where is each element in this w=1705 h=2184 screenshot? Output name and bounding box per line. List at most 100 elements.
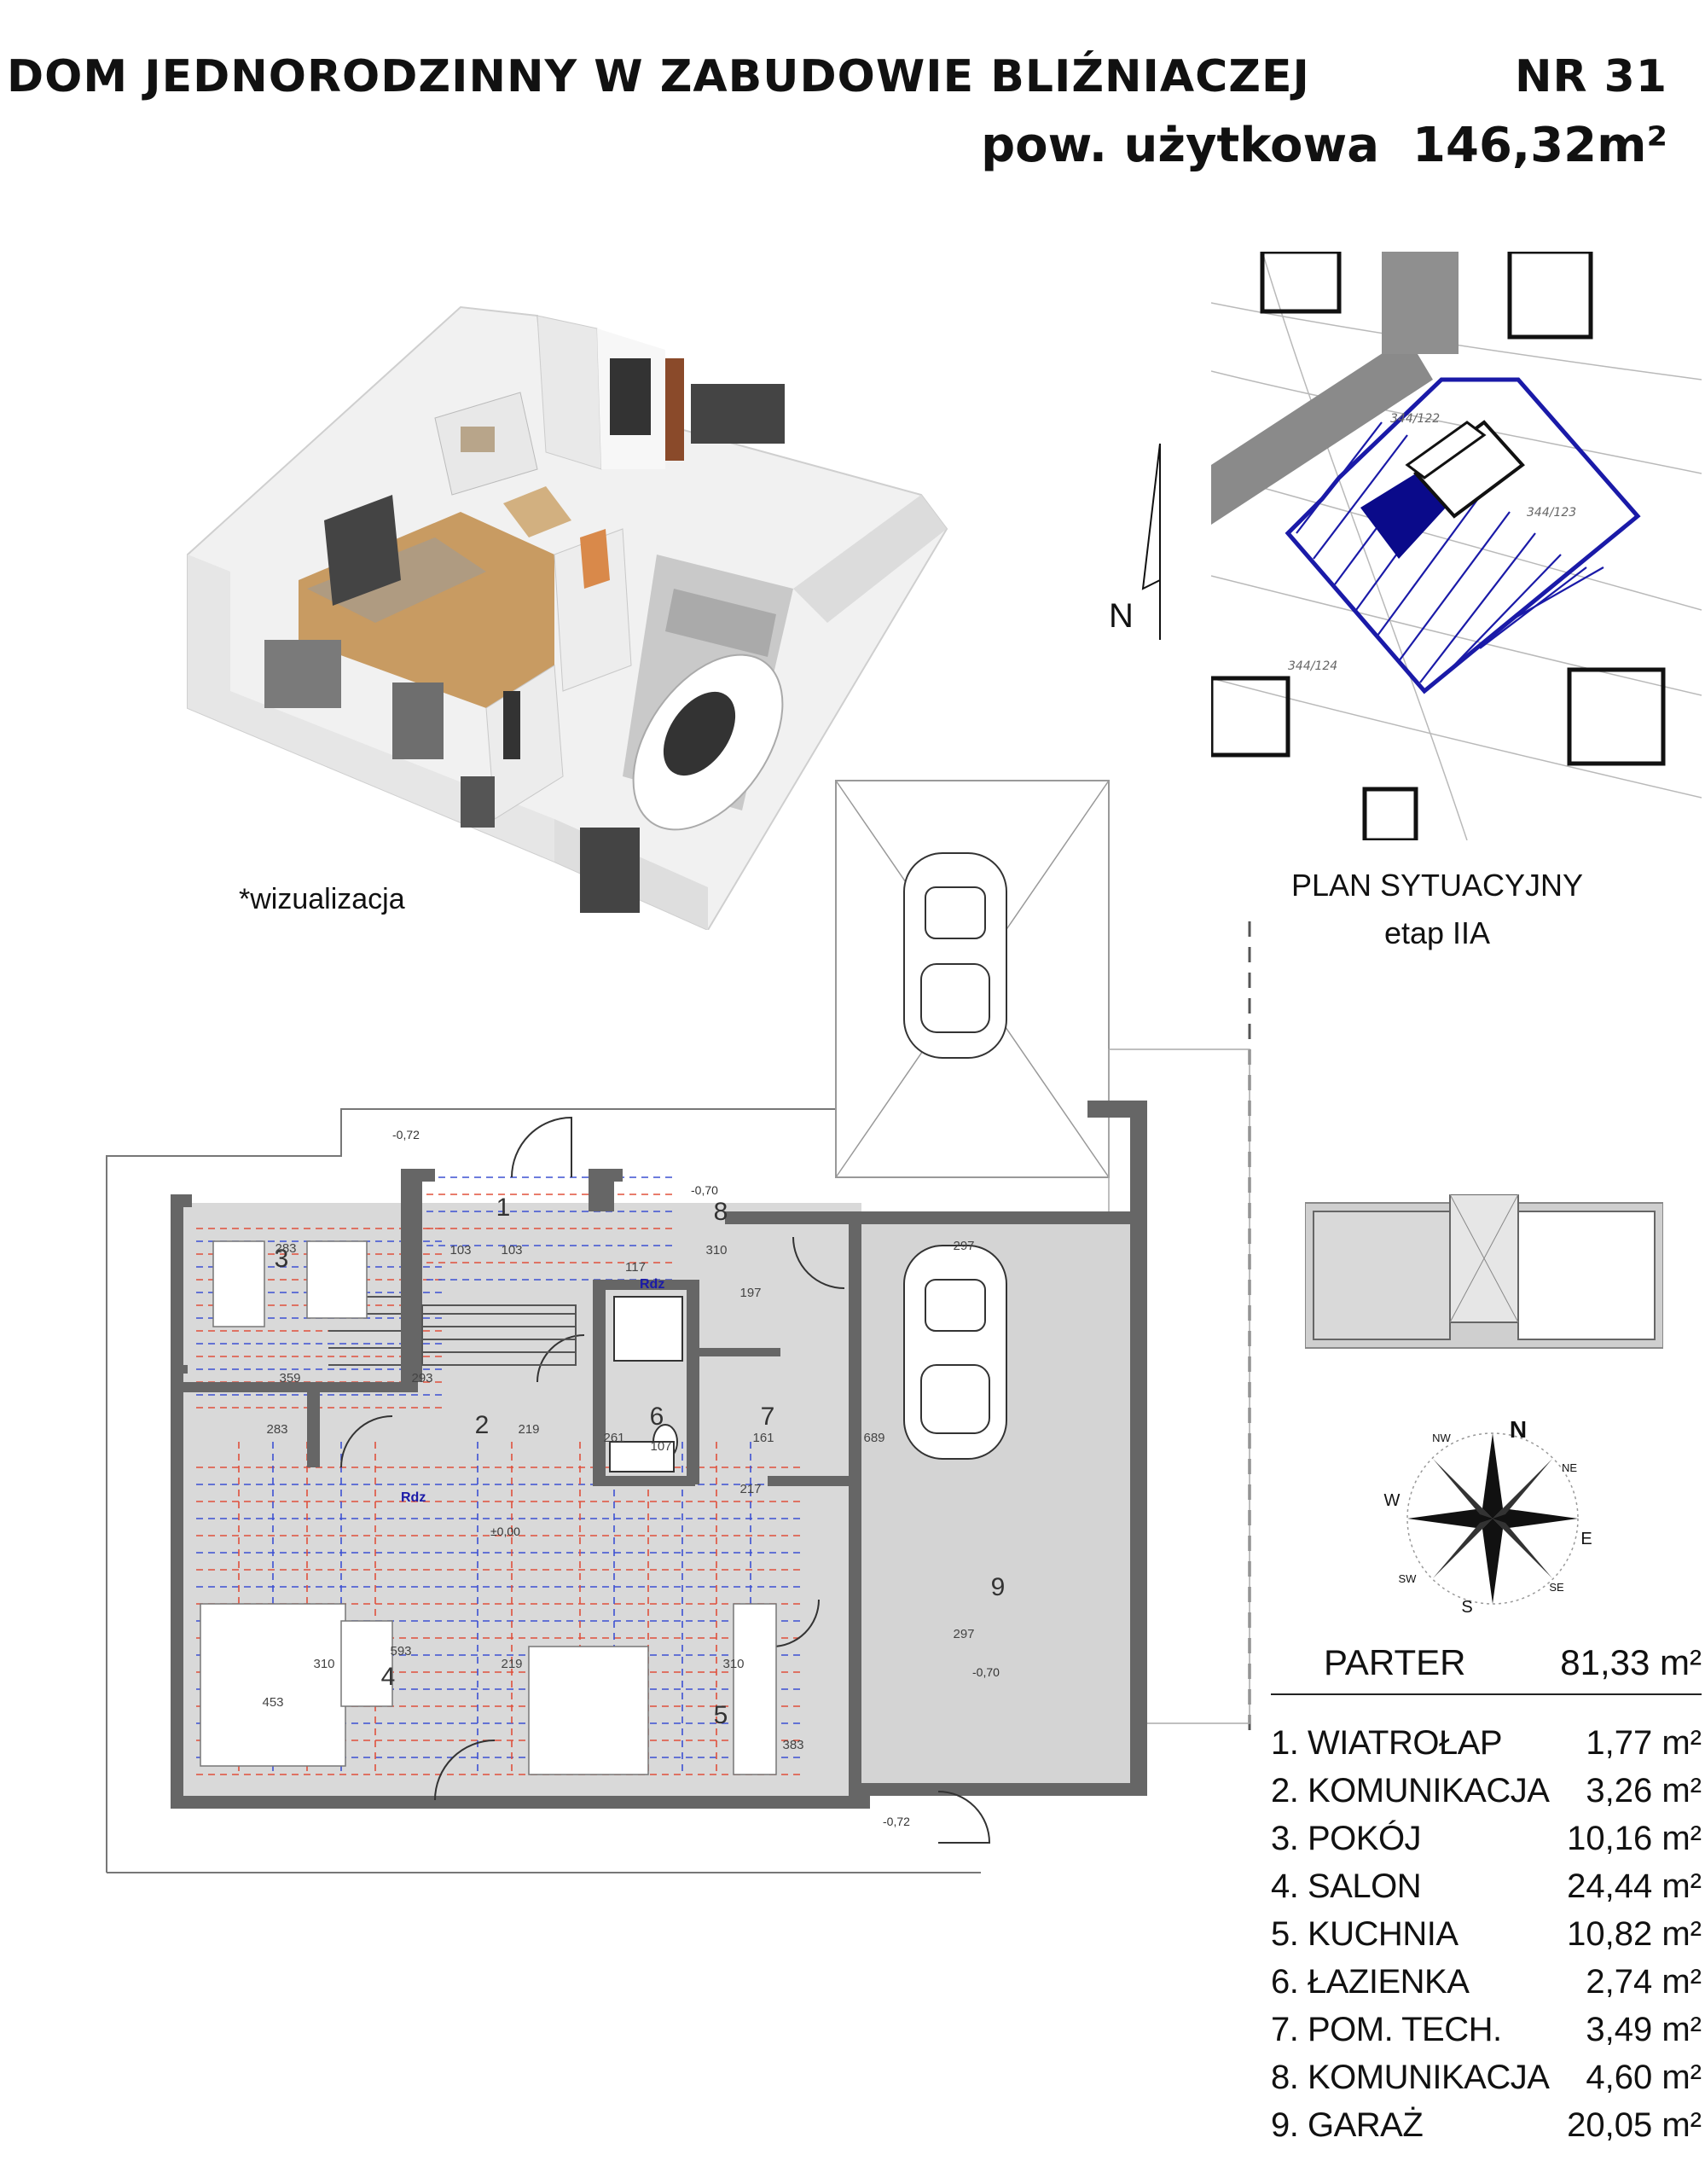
room-number-4: 4 (381, 1663, 396, 1691)
room-number-7: 7 (761, 1403, 775, 1431)
site-plan: 344/122 344/123 344/124 (1209, 249, 1702, 843)
parcel-label-3: 344/124 (1288, 659, 1337, 673)
room-label: 7. POM. TECH. (1271, 2011, 1502, 2048)
page-title: DOM JEDNORODZINNY W ZABUDOWIE BLIŹNIACZE… (7, 51, 1310, 102)
north-label: N (1109, 597, 1134, 635)
dimension-label: 261 (603, 1431, 624, 1445)
dimension-label: 297 (953, 1627, 974, 1641)
floor-total-row: PARTER 81,33 m² (1271, 1642, 1702, 1695)
site-plan-map: 344/122 344/123 344/124 (1209, 249, 1702, 843)
room-label: 1. WIATROŁAP (1271, 1724, 1503, 1762)
usable-area-value: 146,32m² (1412, 118, 1667, 173)
room-label: 5. KUCHNIA (1271, 1915, 1459, 1953)
compass-label-sw: SW (1399, 1572, 1418, 1585)
room-label: 9. GARAŻ (1271, 2106, 1424, 2144)
dimension-label: 283 (275, 1241, 296, 1256)
dimension-label: 297 (953, 1239, 974, 1253)
dimension-label: 593 (390, 1644, 411, 1658)
room-label: 3. POKÓJ (1271, 1820, 1422, 1857)
room-label: 4. SALON (1271, 1867, 1422, 1905)
floor-plan: 1 2 3 4 5 6 7 8 9 -0,72 ±0,00 -0,70 -0,7… (85, 768, 1365, 1962)
room-area: 24,44 m² (1567, 1867, 1702, 1905)
room-area: 3,26 m² (1586, 1772, 1702, 1809)
dimension-label: 383 (782, 1738, 803, 1752)
dimension-label: 197 (739, 1286, 761, 1300)
dimension-label: 359 (279, 1371, 300, 1385)
room-area: 10,16 m² (1567, 1820, 1702, 1857)
compass-label-e: E (1580, 1530, 1592, 1548)
room-row: 3. POKÓJ 10,16 m² (1271, 1815, 1702, 1862)
dimension-label: 103 (449, 1243, 471, 1258)
visualization-caption: *wizualizacja (239, 883, 405, 915)
room-area: 1,77 m² (1586, 1724, 1702, 1762)
room-number-1: 1 (496, 1194, 511, 1222)
dimension-label: 310 (722, 1657, 744, 1671)
floor-total: 81,33 m² (1560, 1642, 1702, 1682)
compass-rose-icon: N NE E SE S SW W NW (1384, 1416, 1592, 1617)
parcel-label-1: 344/122 (1390, 412, 1440, 426)
room-area: 2,74 m² (1586, 1963, 1702, 2001)
compass-label-s: S (1461, 1598, 1472, 1617)
room-area-table: PARTER 81,33 m² 1. WIATROŁAP 1,77 m² 2. K… (1271, 1642, 1702, 2149)
floor-plan-drawing: 1 2 3 4 5 6 7 8 9 -0,72 ±0,00 -0,70 -0,7… (106, 780, 1251, 1873)
dimension-label: 107 (650, 1439, 671, 1454)
visualization-3d (179, 299, 964, 932)
room-row: 6. ŁAZIENKA 2,74 m² (1271, 1958, 1702, 2006)
compass-label-nw: NW (1432, 1432, 1451, 1444)
room-row: 2. KOMUNIKACJA 3,26 m² (1271, 1767, 1702, 1815)
room-number-8: 8 (714, 1198, 728, 1226)
dimension-label: 453 (262, 1695, 283, 1710)
compass-label-w: W (1384, 1491, 1401, 1510)
room-row: 4. SALON 24,44 m² (1271, 1862, 1702, 1910)
dimension-label: 310 (705, 1243, 727, 1258)
usable-area: pow. użytkowa 146,32m² (981, 118, 1667, 173)
room-row: 1. WIATROŁAP 1,77 m² (1271, 1719, 1702, 1767)
dimension-label: 103 (501, 1243, 522, 1258)
level-marker: -0,70 (691, 1183, 718, 1197)
room-number-5: 5 (714, 1701, 728, 1729)
rdz-tag: Rdz (401, 1490, 426, 1505)
north-arrow-icon (1141, 443, 1161, 640)
dimension-label: 283 (266, 1422, 287, 1437)
room-row: 8. KOMUNIKACJA 4,60 m² (1271, 2053, 1702, 2101)
block-plan-image (1304, 1194, 1664, 1349)
compass-label-n: N (1510, 1416, 1527, 1443)
compass-label-ne: NE (1562, 1461, 1577, 1474)
room-area: 20,05 m² (1567, 2106, 1702, 2144)
house-number: NR 31 (1514, 51, 1667, 102)
compass-rose: N NE E SE S SW W NW (1373, 1408, 1612, 1629)
room-number-2: 2 (475, 1411, 490, 1439)
dimension-label: 219 (518, 1422, 539, 1437)
room-row: 9. GARAŻ 20,05 m² (1271, 2101, 1702, 2149)
room-area: 4,60 m² (1586, 2059, 1702, 2096)
level-marker: -0,70 (972, 1665, 1000, 1679)
dimension-label: 161 (752, 1431, 774, 1445)
site-plan-caption: PLAN SYTUACYJNY etap IIA (1284, 862, 1591, 957)
parcel-label-2: 344/123 (1527, 506, 1576, 520)
room-number-9: 9 (991, 1573, 1006, 1601)
site-plan-stage: etap IIA (1383, 915, 1491, 950)
dimension-label: 689 (863, 1431, 884, 1445)
visualization-image (187, 305, 948, 932)
level-marker: -0,72 (392, 1128, 420, 1141)
usable-area-label: pow. użytkowa (981, 118, 1380, 173)
block-plan-thumbnail (1304, 1194, 1664, 1356)
level-marker: ±0,00 (490, 1525, 520, 1538)
room-row: 7. POM. TECH. 3,49 m² (1271, 2006, 1702, 2053)
room-label: 6. ŁAZIENKA (1271, 1963, 1470, 2001)
dimension-label: 219 (501, 1657, 522, 1671)
room-area: 10,82 m² (1567, 1915, 1702, 1953)
dimension-label: 293 (411, 1371, 432, 1385)
room-row: 5. KUCHNIA 10,82 m² (1271, 1910, 1702, 1958)
site-plan-title: PLAN SYTUACYJNY (1290, 868, 1584, 903)
dimension-label: 217 (739, 1482, 761, 1496)
room-area: 3,49 m² (1586, 2011, 1702, 2048)
room-number-6: 6 (650, 1403, 664, 1431)
room-label: 2. KOMUNIKACJA (1271, 1772, 1550, 1809)
north-arrow: N (1109, 435, 1194, 648)
dimension-label: 117 (625, 1260, 646, 1275)
level-marker: -0,72 (883, 1815, 910, 1828)
floor-name: PARTER (1324, 1642, 1466, 1682)
dimension-label: 310 (313, 1657, 334, 1671)
room-label: 8. KOMUNIKACJA (1271, 2059, 1550, 2096)
